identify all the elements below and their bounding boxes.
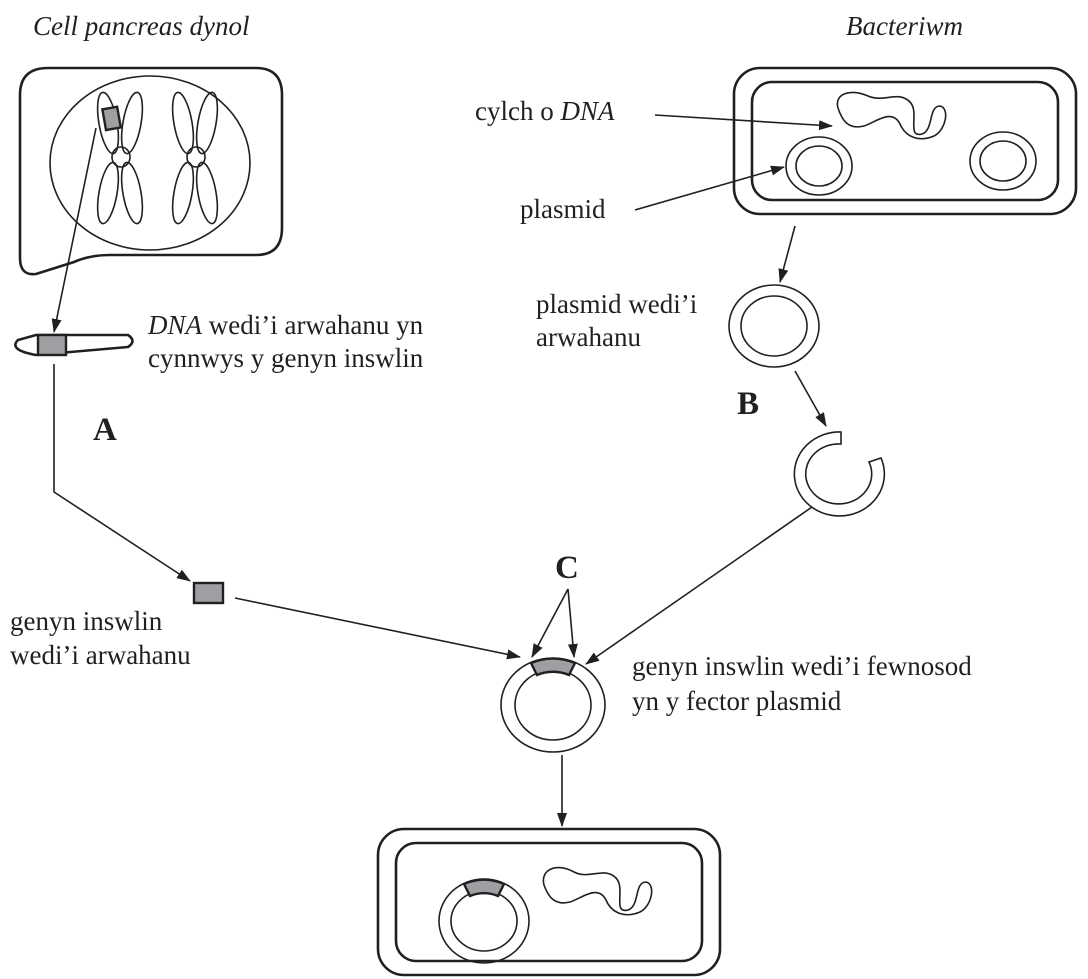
arrow-bacterium-to-plasmid	[778, 225, 796, 283]
circular-dna	[836, 91, 947, 140]
transformed-bacterium-wall	[376, 827, 722, 977]
cut-plasmid	[793, 431, 886, 517]
inserted-gene-label-line1: genyn inswlin wedi’i fewnosod	[632, 651, 972, 681]
bacterium-cell-wall	[732, 66, 1078, 216]
step-label-c: C	[555, 550, 579, 586]
isolated-gene-label-line2: wedi’i arwahanu	[10, 640, 191, 670]
bacterium-plasmid-2	[969, 131, 1037, 191]
inserted-gene-label-line2: yn y fector plasmid	[632, 686, 842, 716]
isolated-dna-label-line1: DNA wedi’i arwahanu yn	[147, 310, 424, 340]
bacterium-membrane	[750, 80, 1060, 202]
transformed-circular-dna	[542, 866, 653, 916]
chromosome-with-gene	[96, 91, 144, 225]
inserted-insulin-gene	[529, 657, 577, 677]
isolated-gene-label-line1: genyn inswlin	[10, 606, 163, 636]
isolated-insulin-gene	[192, 581, 225, 605]
chromosome	[171, 91, 219, 225]
nucleus	[49, 75, 251, 251]
arrow-plasmid-to-cut	[794, 370, 827, 427]
pointer-c-right	[567, 588, 578, 658]
bacterium-title: Bacteriwm	[846, 11, 963, 41]
recombinant-plasmid	[500, 657, 606, 753]
isolated-plasmid	[728, 284, 820, 368]
isolated-plasmid-label-line2: arwahanu	[536, 322, 641, 352]
pointer-plasmid	[634, 165, 785, 211]
human-pancreas-cell	[18, 66, 284, 276]
transformed-bacterium	[376, 827, 722, 977]
isolated-plasmid-label-line1: plasmid wedi’i	[536, 289, 697, 319]
isolated-dna-strand	[14, 333, 134, 357]
arrow-dna-to-gene	[53, 364, 191, 582]
arrow-chromosome-to-dna	[51, 127, 97, 333]
insulin-gene-segment	[36, 333, 68, 357]
arrow-cut-plasmid-to-recombinant	[585, 506, 813, 665]
bacterium	[732, 66, 1078, 216]
circular-dna-label: cylch o DNA	[475, 96, 615, 126]
step-label-b: B	[737, 386, 759, 422]
human-pancreas-cell-title: Cell pancreas dynol	[33, 11, 249, 41]
pointer-circular-dna	[654, 114, 833, 131]
step-label-a: A	[93, 412, 117, 448]
pointer-c-left	[531, 588, 569, 658]
arrow-gene-to-plasmid	[234, 597, 521, 660]
isolated-dna-label-line2: cynnwys y genyn inswlin	[148, 343, 424, 373]
transformed-bacterium-membrane	[394, 841, 704, 963]
insulin-gene-on-chromosome	[100, 105, 123, 132]
plasmid-label: plasmid	[520, 194, 606, 224]
transformed-plasmid-gene	[462, 878, 506, 898]
bacterium-plasmid-outer	[785, 136, 853, 196]
cell-membrane	[18, 66, 284, 276]
